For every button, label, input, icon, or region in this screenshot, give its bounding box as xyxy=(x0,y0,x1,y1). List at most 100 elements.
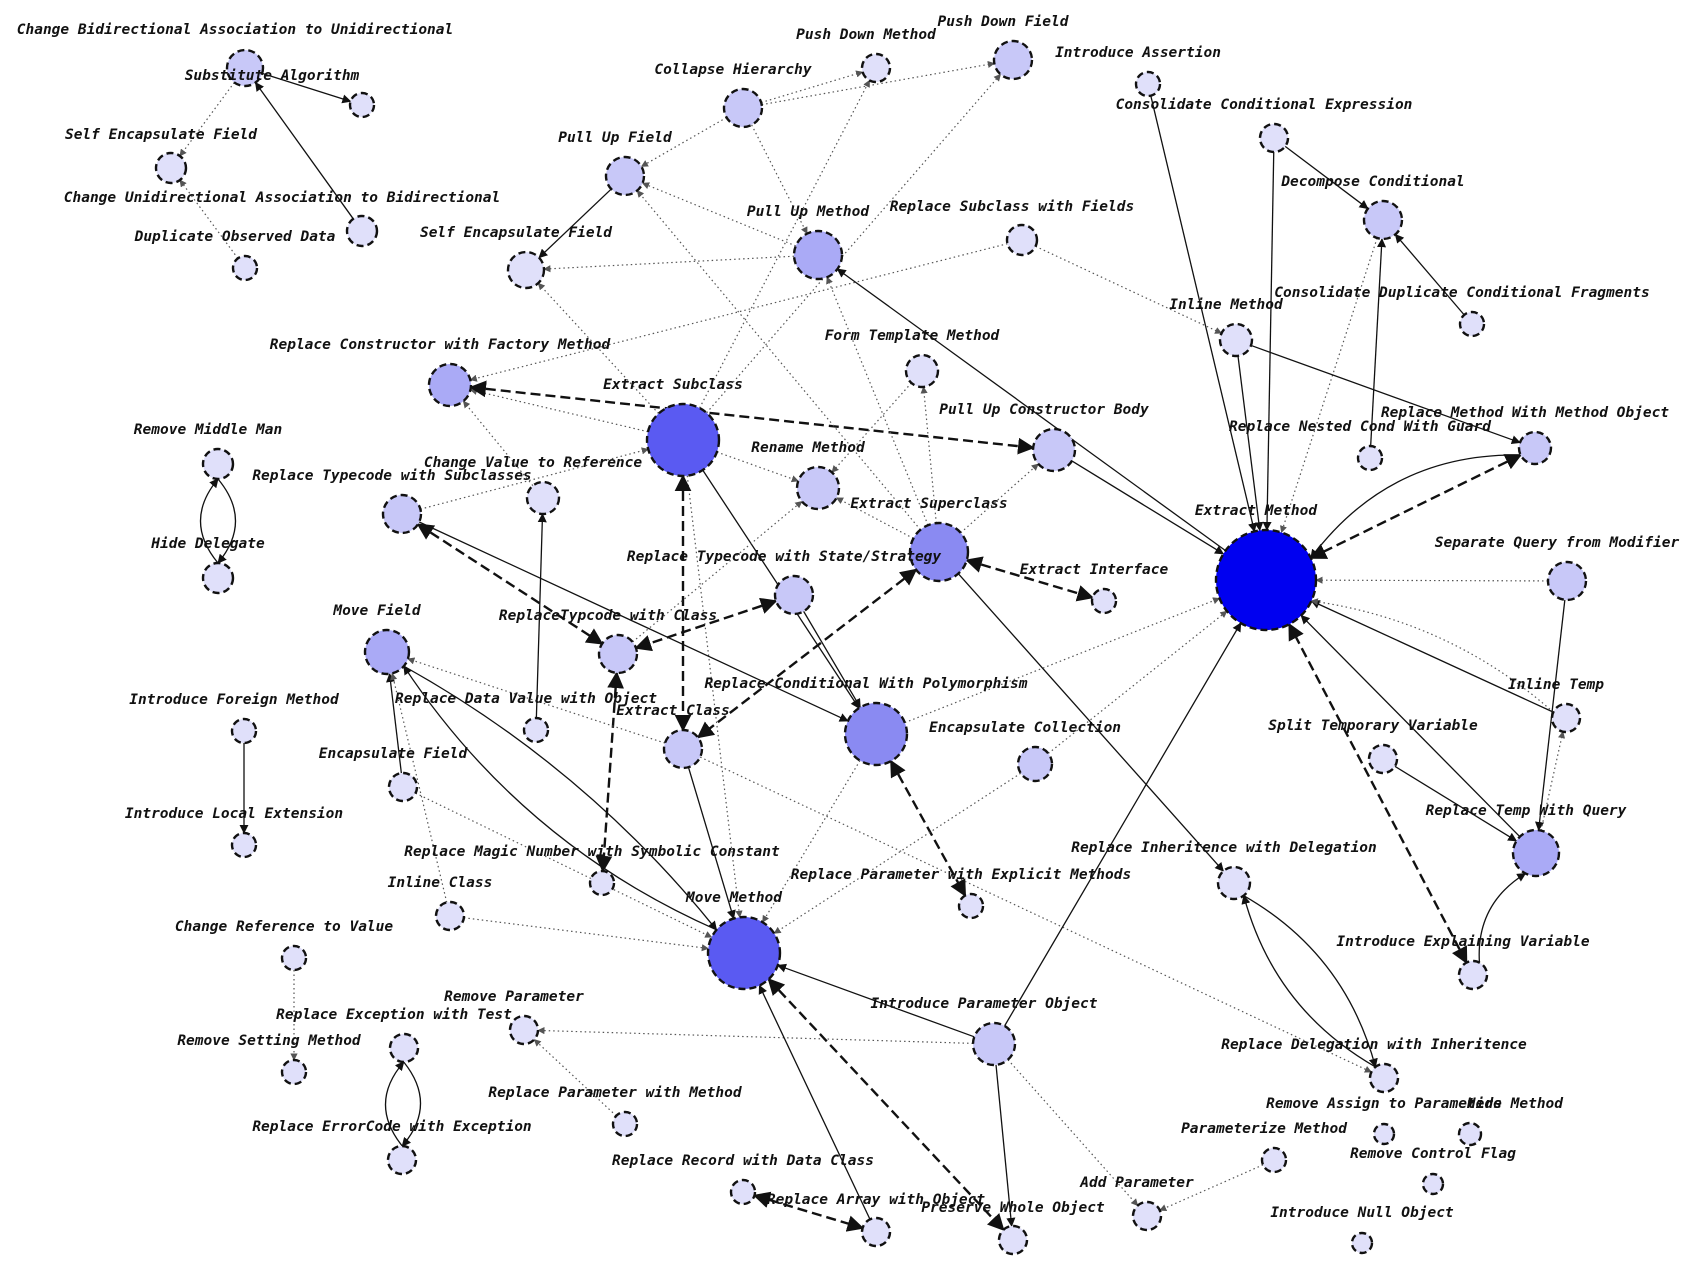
node-label-rcp: Replace Conditional With Polymorphism xyxy=(704,676,1027,692)
node-pum[interactable] xyxy=(792,229,844,281)
node-rcfm[interactable] xyxy=(427,362,473,408)
node-pm[interactable] xyxy=(1260,1146,1288,1174)
node-cuab[interactable] xyxy=(345,214,379,248)
node-rm[interactable] xyxy=(795,465,841,511)
node-esup[interactable] xyxy=(908,521,970,583)
node-ic[interactable] xyxy=(434,900,466,932)
edge-mm-to-pwo xyxy=(767,978,1005,1232)
edge-rtwq-to-it xyxy=(1540,730,1566,831)
node-mf[interactable] xyxy=(363,628,411,676)
node-rpwm[interactable] xyxy=(611,1110,639,1138)
node-rncg[interactable] xyxy=(1356,444,1384,472)
node-label-mf: Move Field xyxy=(332,603,421,619)
node-ile[interactable] xyxy=(230,831,258,859)
node-ia[interactable] xyxy=(1134,70,1162,98)
node-rmnsc[interactable] xyxy=(588,869,616,897)
node-ei[interactable] xyxy=(1090,587,1118,615)
edge-rcp-to-rpem xyxy=(889,759,967,897)
node-label-rswf: Replace Subclass with Fields xyxy=(890,199,1134,215)
node-label-rtss: Replace Typecode with State/Strategy xyxy=(627,549,942,565)
node-label-rpem: Replace Parameter with Explicit Methods xyxy=(791,867,1131,883)
node-stv[interactable] xyxy=(1367,743,1399,775)
node-im[interactable] xyxy=(1218,322,1254,358)
node-label-rpwm: Replace Parameter with Method xyxy=(488,1085,741,1101)
edge-cbau-to-sef1 xyxy=(179,82,235,157)
node-pucb[interactable] xyxy=(1031,427,1077,473)
node-rtcs[interactable] xyxy=(381,493,423,535)
edge-encf-to-mf xyxy=(386,672,402,774)
node-ipo[interactable] xyxy=(971,1021,1017,1067)
node-rcp[interactable] xyxy=(843,701,909,767)
node-sqm[interactable] xyxy=(1546,560,1588,602)
node-rmm[interactable] xyxy=(201,447,235,481)
node-rpem[interactable] xyxy=(957,892,985,920)
node-addp[interactable] xyxy=(1131,1200,1163,1232)
node-sef2[interactable] xyxy=(506,250,546,290)
edge-rncg-to-dc xyxy=(1370,238,1387,447)
node-pwo[interactable] xyxy=(997,1224,1029,1256)
node-puf[interactable] xyxy=(604,155,646,197)
edge-rtcs-to-es xyxy=(420,447,649,510)
node-crv[interactable] xyxy=(280,944,308,972)
node-it[interactable] xyxy=(1550,702,1582,734)
node-label-im: Inline Method xyxy=(1169,297,1283,313)
node-rece[interactable] xyxy=(386,1144,418,1176)
node-hm[interactable] xyxy=(1457,1121,1483,1147)
node-rtcc[interactable] xyxy=(597,633,639,675)
node-label-dc: Decompose Conditional xyxy=(1280,174,1464,190)
node-dc[interactable] xyxy=(1362,199,1404,241)
edge-rswf-to-im xyxy=(1035,245,1223,334)
node-cdcf[interactable] xyxy=(1458,310,1486,338)
edge-ic-to-mm xyxy=(463,917,709,952)
edge-rtcc-to-rm xyxy=(632,500,803,643)
node-hd[interactable] xyxy=(201,561,235,595)
node-label-rtwq: Replace Temp With Query xyxy=(1426,803,1627,819)
node-label-dod: Duplicate Observed Data xyxy=(134,229,336,245)
node-rewt[interactable] xyxy=(388,1032,420,1064)
node-label-ftm: Form Template Method xyxy=(825,328,1000,344)
node-riwd[interactable] xyxy=(1216,865,1252,901)
node-em[interactable] xyxy=(1214,528,1318,632)
node-es[interactable] xyxy=(645,402,721,478)
node-mm[interactable] xyxy=(706,915,782,991)
node-label-rncg: Replace Nested Cond With Guard xyxy=(1229,419,1491,435)
node-rsm[interactable] xyxy=(280,1058,308,1086)
node-rrdc[interactable] xyxy=(729,1178,757,1206)
node-rawo[interactable] xyxy=(860,1216,892,1248)
node-rtwq[interactable] xyxy=(1511,828,1561,878)
edge-ch-to-puf xyxy=(640,116,727,168)
edge-es-to-pdm xyxy=(699,79,871,409)
node-pdm[interactable] xyxy=(860,52,892,84)
node-label-rrdc: Replace Record with Data Class xyxy=(612,1153,874,1169)
node-ifm[interactable] xyxy=(230,717,258,745)
node-cvr[interactable] xyxy=(525,480,561,516)
node-ec[interactable] xyxy=(662,728,704,770)
node-encf[interactable] xyxy=(387,771,419,803)
node-label-rece: Replace ErrorCode with Exception xyxy=(252,1119,531,1135)
node-iev[interactable] xyxy=(1457,959,1489,991)
node-pdf[interactable] xyxy=(992,39,1034,81)
node-ch[interactable] xyxy=(722,87,764,129)
node-subalg[interactable] xyxy=(348,91,376,119)
node-rcf[interactable] xyxy=(1421,1172,1445,1196)
node-rp[interactable] xyxy=(508,1014,540,1046)
node-rdvo[interactable] xyxy=(522,716,550,744)
node-rmwmo[interactable] xyxy=(1517,430,1553,466)
node-dod[interactable] xyxy=(231,254,259,282)
node-cbau[interactable] xyxy=(225,48,265,88)
node-sef1[interactable] xyxy=(154,151,188,185)
node-ecol[interactable] xyxy=(1016,745,1054,783)
node-label-iev: Introduce Explaining Variable xyxy=(1336,934,1589,950)
node-rdwi[interactable] xyxy=(1368,1062,1400,1094)
node-rswf[interactable] xyxy=(1005,223,1039,257)
node-label-addp: Add Parameter xyxy=(1079,1175,1194,1191)
node-ftm[interactable] xyxy=(904,353,940,389)
node-ccex[interactable] xyxy=(1258,122,1290,154)
node-ino[interactable] xyxy=(1350,1231,1374,1255)
node-label-rp: Remove Parameter xyxy=(444,989,584,1005)
edge-ec-to-mf xyxy=(407,657,666,744)
node-label-rmwmo: Replace Method With Method Object xyxy=(1381,405,1669,421)
node-ratp[interactable] xyxy=(1372,1122,1396,1146)
node-rtss[interactable] xyxy=(773,574,815,616)
